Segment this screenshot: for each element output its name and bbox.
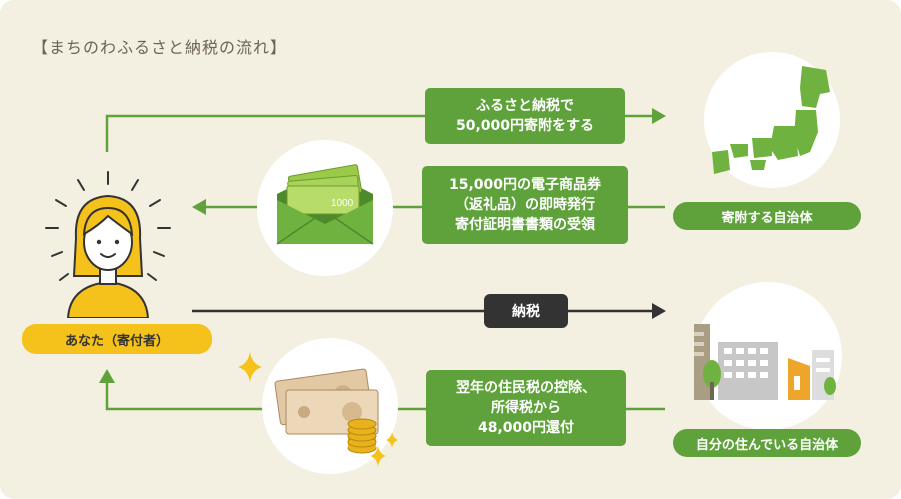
node-home-municipality: 自分の住んでいる自治体	[673, 429, 861, 457]
step-tax-label: 納税	[512, 304, 540, 320]
step-deduction-line-3: 48,000円還付	[477, 420, 575, 436]
node-you-label: あなた（寄付者）	[64, 333, 169, 349]
gift-arrowhead	[192, 199, 206, 215]
city-illustration	[694, 282, 842, 430]
japan-map-icon	[712, 66, 830, 174]
step-donation: ふるさと納税で 50,000円寄附をする	[425, 88, 625, 144]
node-donated-municipality-label: 寄附する自治体	[721, 210, 813, 226]
step-deduction-line-1: 翌年の住民税の控除、	[456, 380, 596, 396]
japan-map-illustration	[704, 52, 840, 188]
node-donated-municipality: 寄附する自治体	[673, 202, 861, 230]
step-gift: 15,000円の電子商品券 （返礼品）の即時発行 寄付証明書書類の受領	[422, 166, 628, 244]
step-deduction: 翌年の住民税の控除、 所得税から 48,000円還付	[426, 370, 626, 446]
step-donation-line-1: ふるさと納税で	[476, 98, 574, 114]
donation-arrowhead	[652, 108, 666, 124]
refund-money-illustration	[262, 338, 398, 474]
node-you: あなた（寄付者）	[22, 324, 212, 354]
gift-voucher-illustration: 1000 1000 1000	[257, 140, 393, 276]
step-donation-line-2: 50,000円寄附をする	[455, 118, 595, 134]
sparkle-icon	[370, 445, 386, 467]
diagram-title: 【まちのわふるさと納税の流れ】	[32, 38, 288, 57]
banknotes-coins-icon	[274, 368, 379, 454]
step-tax: 納税	[484, 294, 568, 328]
banknote-label-3: 1000	[331, 198, 354, 209]
step-deduction-line-2: 所得税から	[491, 400, 561, 416]
sparkle-icon	[386, 432, 398, 448]
envelope-icon: 1000 1000 1000	[276, 164, 374, 245]
step-gift-line-3: 寄付証明書書類の受領	[455, 217, 595, 233]
tax-arrowhead	[652, 303, 666, 319]
node-home-municipality-label: 自分の住んでいる自治体	[695, 437, 839, 453]
sparkle-icon	[238, 352, 262, 382]
refund-arrowhead	[99, 369, 115, 383]
city-buildings-icon	[694, 324, 836, 400]
step-gift-line-1: 15,000円の電子商品券	[448, 177, 602, 193]
step-gift-line-2: （返礼品）の即時発行	[455, 197, 595, 213]
person-icon	[45, 171, 171, 318]
